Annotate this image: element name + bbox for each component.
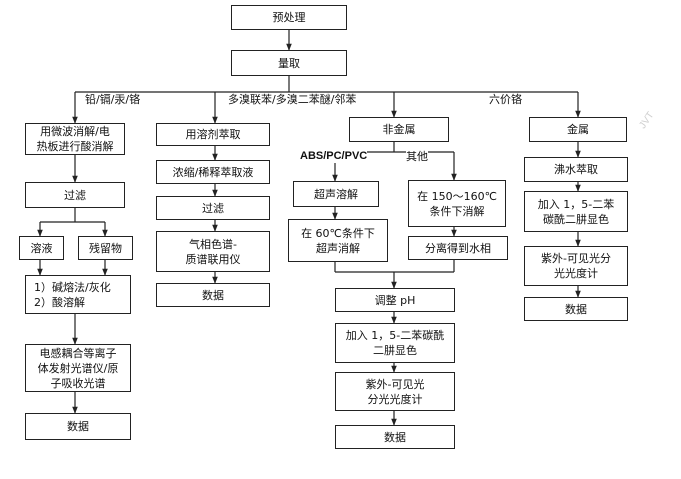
residue-box: 残留物 (78, 236, 133, 260)
branch-label-hexavalent-chromium: 六价铬 (489, 93, 522, 106)
add-dpc-box-1: 加入 1，5-二苯碳酰 二肼显色 (335, 323, 455, 363)
pretreatment-box: 预处理 (231, 5, 347, 30)
filter-box-2: 过滤 (156, 196, 270, 220)
add-dpc-box-2: 加入 1，5-二苯 碳酰二肼显色 (524, 191, 628, 232)
metal-box: 金属 (529, 117, 627, 142)
separate-aqueous-box: 分离得到水相 (408, 236, 508, 260)
data-box-1: 数据 (25, 413, 131, 440)
branch-label-brominated: 多溴联苯/多溴二苯醚/邻苯 (228, 93, 357, 106)
data-box-3: 数据 (335, 425, 455, 449)
gcms-box: 气相色谱- 质谱联用仪 (156, 231, 270, 272)
solution-box: 溶液 (19, 236, 64, 260)
ultrasonic-60c-box: 在 60℃条件下 超声消解 (288, 219, 388, 262)
boiling-water-extract-box: 沸水萃取 (524, 157, 628, 182)
concentrate-box: 浓缩/稀释萃取液 (156, 160, 270, 184)
adjust-ph-box: 调整 pH (335, 288, 455, 312)
label-abs-pc-pvc: ABS/PC/PVC (300, 150, 368, 163)
ultrasonic-dissolve-box: 超声溶解 (293, 181, 379, 207)
data-box-2: 数据 (156, 283, 270, 307)
icp-spectrometer-box: 电感耦合等离子 体发射光谱仪/原 子吸收光谱 (25, 344, 131, 392)
solvent-extraction-box: 用溶剂萃取 (156, 123, 270, 146)
uv-vis-box-1: 紫外-可见光 分光光度计 (335, 372, 455, 411)
measure-box: 量取 (231, 50, 347, 76)
label-other: 其他 (406, 150, 428, 163)
non-metal-box: 非金属 (349, 117, 449, 142)
data-box-4: 数据 (524, 297, 628, 321)
uv-vis-box-2: 紫外-可见光分 光光度计 (524, 246, 628, 286)
microwave-digestion-box: 用微波消解/电 热板进行酸消解 (25, 123, 125, 155)
filter-box-1: 过滤 (25, 182, 125, 208)
alkali-fusion-box: 1）碱熔法/灰化 2）酸溶解 (25, 275, 131, 314)
branch-label-heavy-metals: 铅/镉/汞/铬 (85, 93, 141, 106)
digest-150c-box: 在 150～160℃ 条件下消解 (408, 180, 506, 227)
